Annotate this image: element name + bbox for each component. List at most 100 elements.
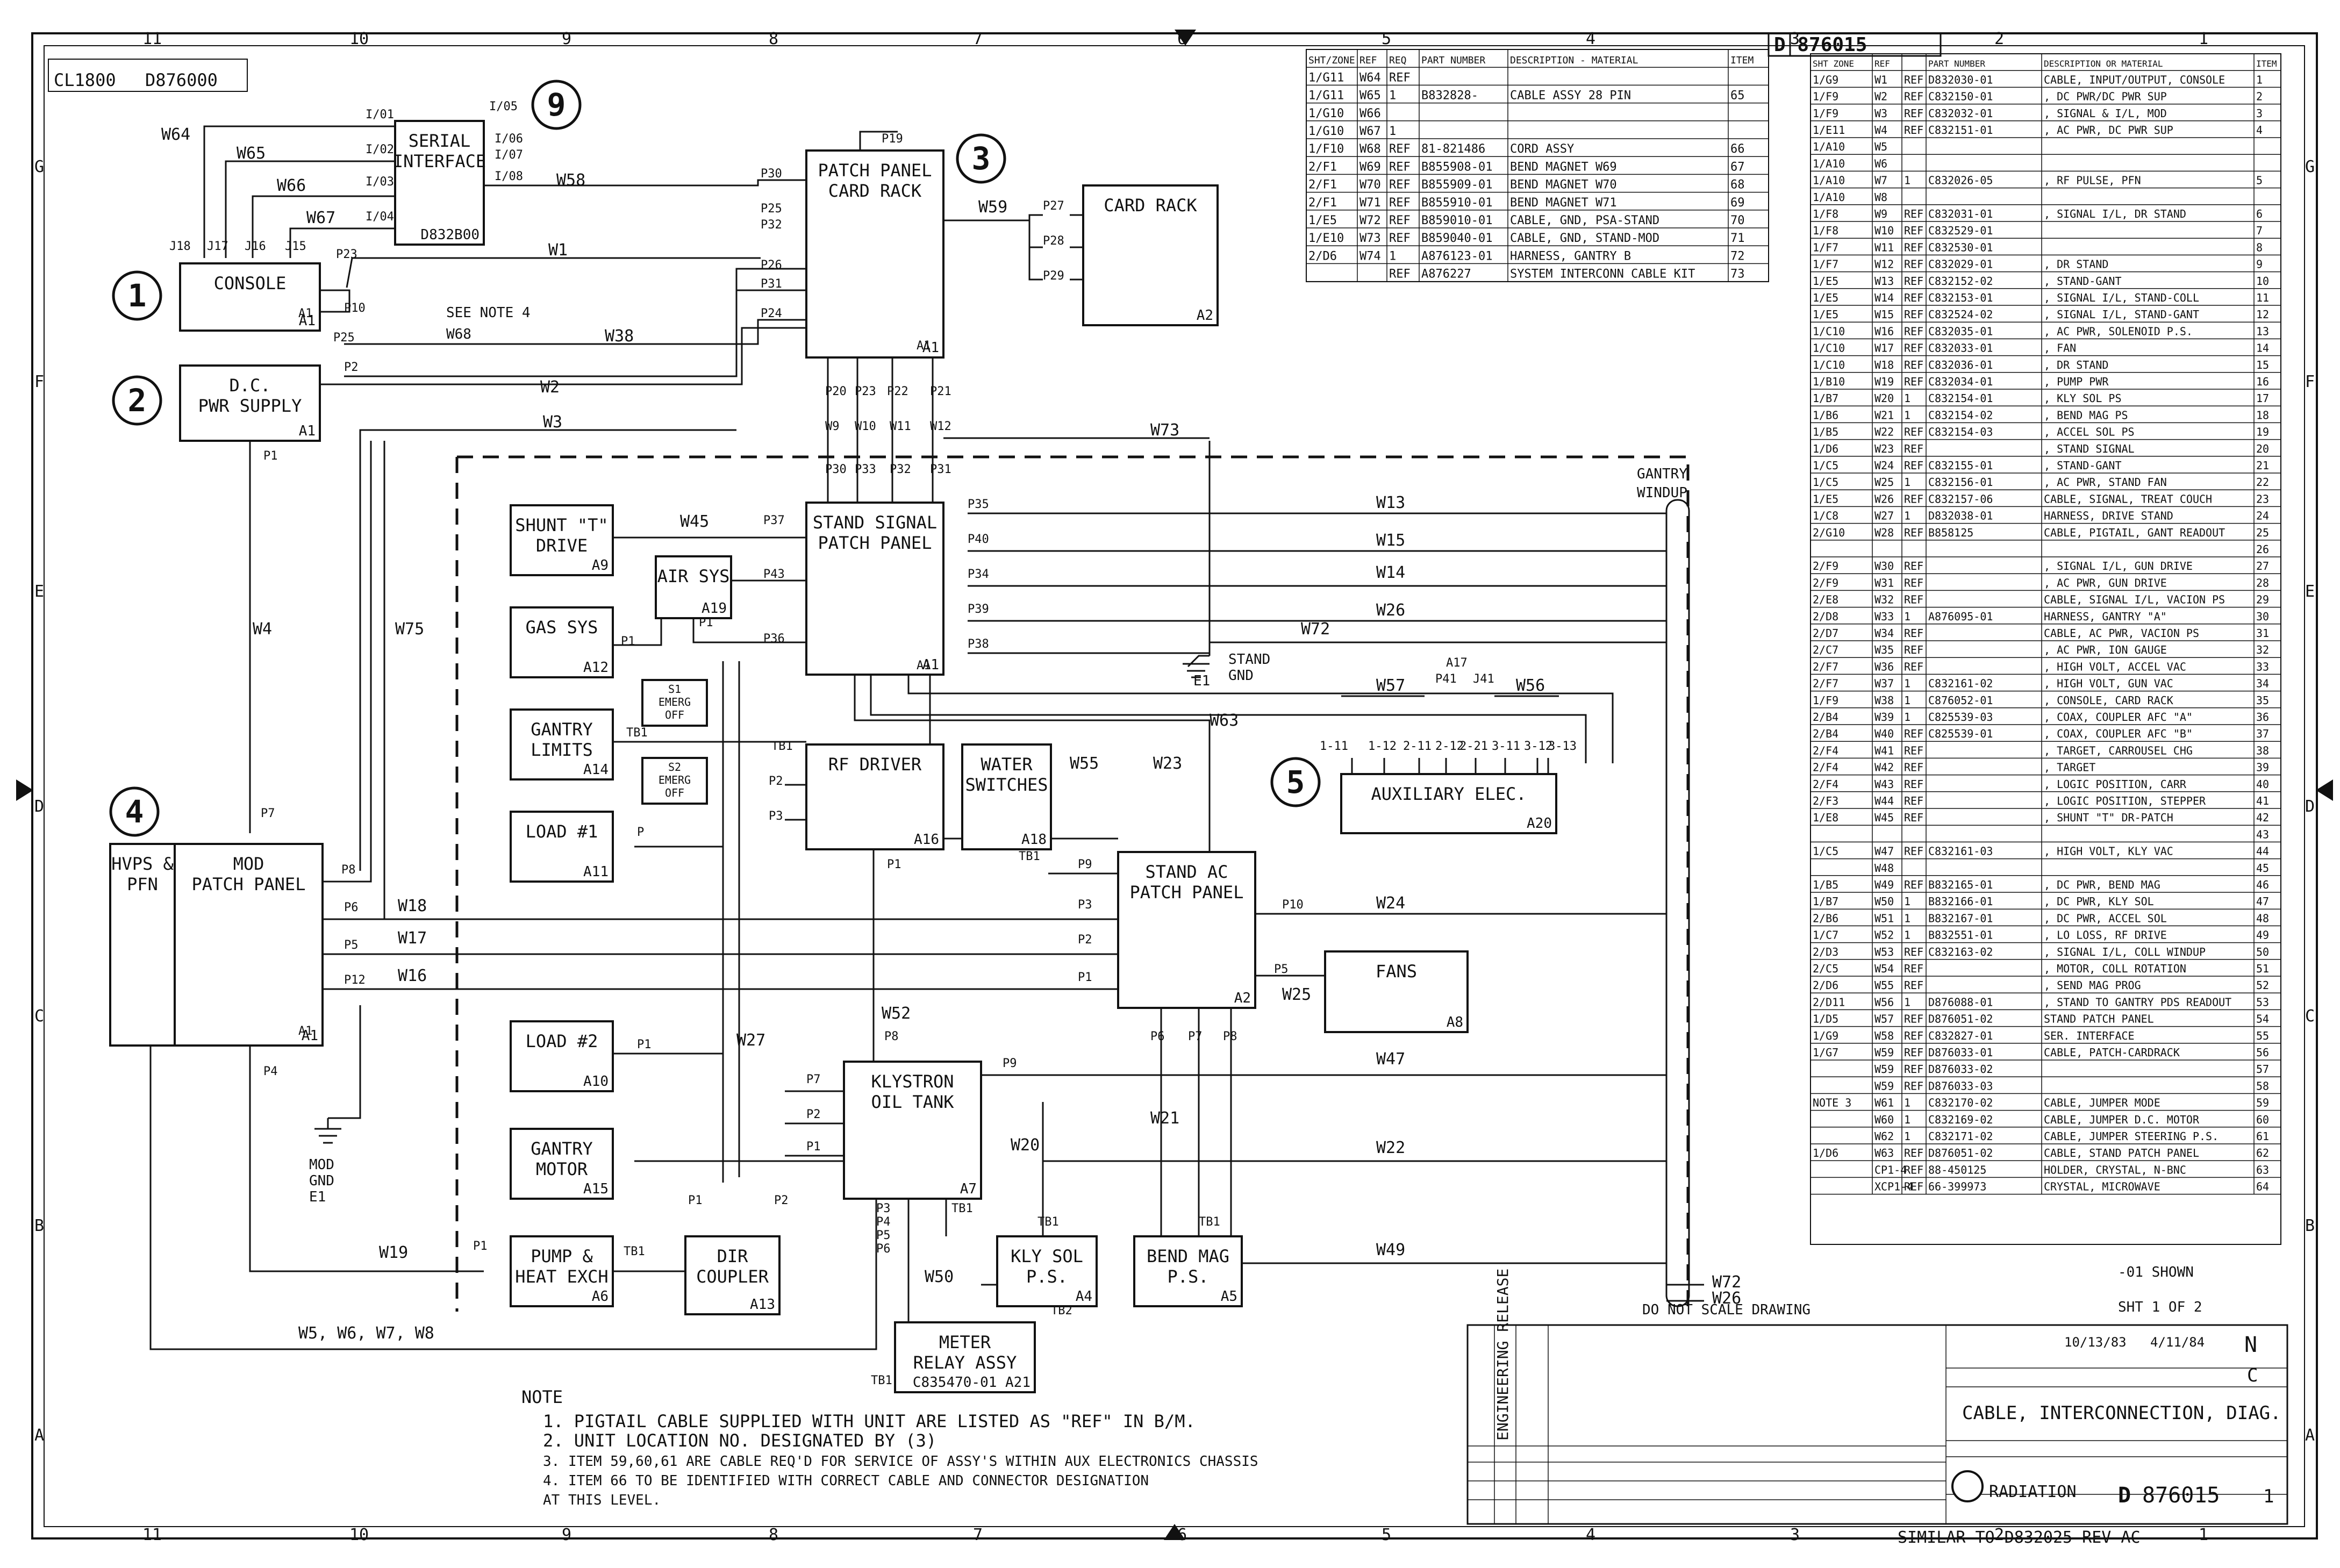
table-cell: REF [1904,1180,1923,1193]
table-cell: 2/F4 [1813,761,1838,774]
table-cell: REF [1904,811,1923,824]
table-cell: 2/D6 [1813,979,1838,992]
port-label: P4 [876,1215,891,1229]
block-label: GAS SYS [526,617,598,638]
location-circle: 2 [112,375,162,426]
table-cell: 1 [1904,392,1910,405]
table-cell: REF [1904,275,1923,288]
table-cell: , STAND-GANT [2044,459,2122,472]
table-cell: REF [1904,778,1923,791]
port-label: TB1 [626,726,648,740]
table-cell: W31 [1874,576,1894,589]
table-cell: W45 [1874,811,1894,824]
block-label: AUXILIARY ELEC. [1371,784,1527,804]
table-cell: 43 [2256,828,2269,841]
table-cell: , SIGNAL I/L, GUN DRIVE [2044,560,2193,572]
port-label: P6 [876,1242,891,1256]
zone-number: 1 [2199,30,2208,48]
port-label: I/08 [495,170,523,183]
zone-number: 8 [769,30,778,48]
block-label: P.S. [1026,1266,1068,1287]
table-cell: REF [1904,90,1923,103]
table-cell: 50 [2256,946,2269,958]
port-label: 3-13 [1548,740,1577,753]
table-cell: 1/C10 [1813,359,1845,371]
table-cell: 1/F9 [1813,90,1838,103]
block-frame [805,502,944,676]
table-cell: 2/D8 [1813,610,1838,623]
table-cell: 60 [2256,1113,2269,1126]
block-label: PATCH PANEL [1130,882,1244,903]
table-cell: 65 [1730,89,1745,103]
table-cell: , LOGIC POSITION, STEPPER [2044,794,2206,807]
table-cell: REF [1904,627,1923,640]
block-label: CARD RACK [828,181,922,201]
block-frame [1117,851,1256,1009]
table-cell: 2/F9 [1813,560,1838,572]
port-label: P2 [774,1194,789,1207]
table-cell: W66 [1359,107,1381,120]
center-arrow-icon [1175,30,1196,46]
block-label: DRIVE [536,535,588,556]
table-cell: 2/D6 [1308,249,1337,263]
block-frame [510,1235,614,1307]
table-cell: 1/B7 [1813,392,1838,405]
table-cell: 48 [2256,912,2269,925]
table-cell: 2/B6 [1813,912,1838,925]
table-cell: 1 [1904,996,1910,1008]
port-label: P32 [761,218,782,232]
table-cell: NOTE 3 [1813,1097,1851,1109]
zone-number: 4 [1586,1526,1595,1544]
annotation-text: GND [309,1173,334,1189]
table-cell: 2/F3 [1813,794,1838,807]
table-cell: XCP1-4 [1874,1180,1913,1193]
table-cell: , COAX, COUPLER AFC "B" [2044,727,2193,740]
wire-label: W57 [1376,676,1405,695]
table-cell: 56 [2256,1046,2269,1059]
port-label: P21 [930,385,951,398]
table-cell: 41 [2256,794,2269,807]
table-cell: 1/C5 [1813,845,1838,858]
table-cell: REF [1904,576,1923,589]
table-cell: REF [1904,492,1923,505]
table-cell: REF [1904,375,1923,388]
annotation-text: W68 [446,326,471,342]
zone-letter: E [34,582,44,601]
table-cell: W51 [1874,912,1894,925]
block-label: METER [939,1332,991,1352]
wire-label: W5, W6, W7, W8 [298,1324,434,1343]
table-cell: 73 [1730,268,1745,281]
block-designator: A18 [1021,832,1047,848]
table-cell: W16 [1874,325,1894,338]
table-header: DESCRIPTION - MATERIAL [1510,55,1638,66]
port-label: P19 [882,132,903,146]
zone-number: 8 [769,1526,778,1544]
wire-label: W26 [1376,601,1405,620]
block-frame [179,364,321,442]
block-frame [641,757,708,805]
table-cell: W11 [1874,241,1894,254]
block-label: KLYSTRON [871,1071,954,1092]
table-cell: W59 [1874,1079,1894,1092]
table-cell: C832171-02 [1928,1130,1993,1143]
table-cell: C832169-02 [1928,1113,1993,1126]
table-cell: , BEND MAG PS [2044,409,2128,421]
table-cell: 1/E5 [1308,214,1337,227]
table-cell: C832150-01 [1928,90,1993,103]
wire-label: W1 [548,241,568,260]
table-cell: 21 [2256,459,2269,472]
table-cell: 27 [2256,560,2269,572]
table-cell: 64 [2256,1180,2269,1193]
table-cell: 1/G11 [1308,71,1344,84]
table-cell: W72 [1359,214,1381,227]
zone-number: 5 [1382,30,1391,48]
wire-label: W59 [978,198,1007,217]
